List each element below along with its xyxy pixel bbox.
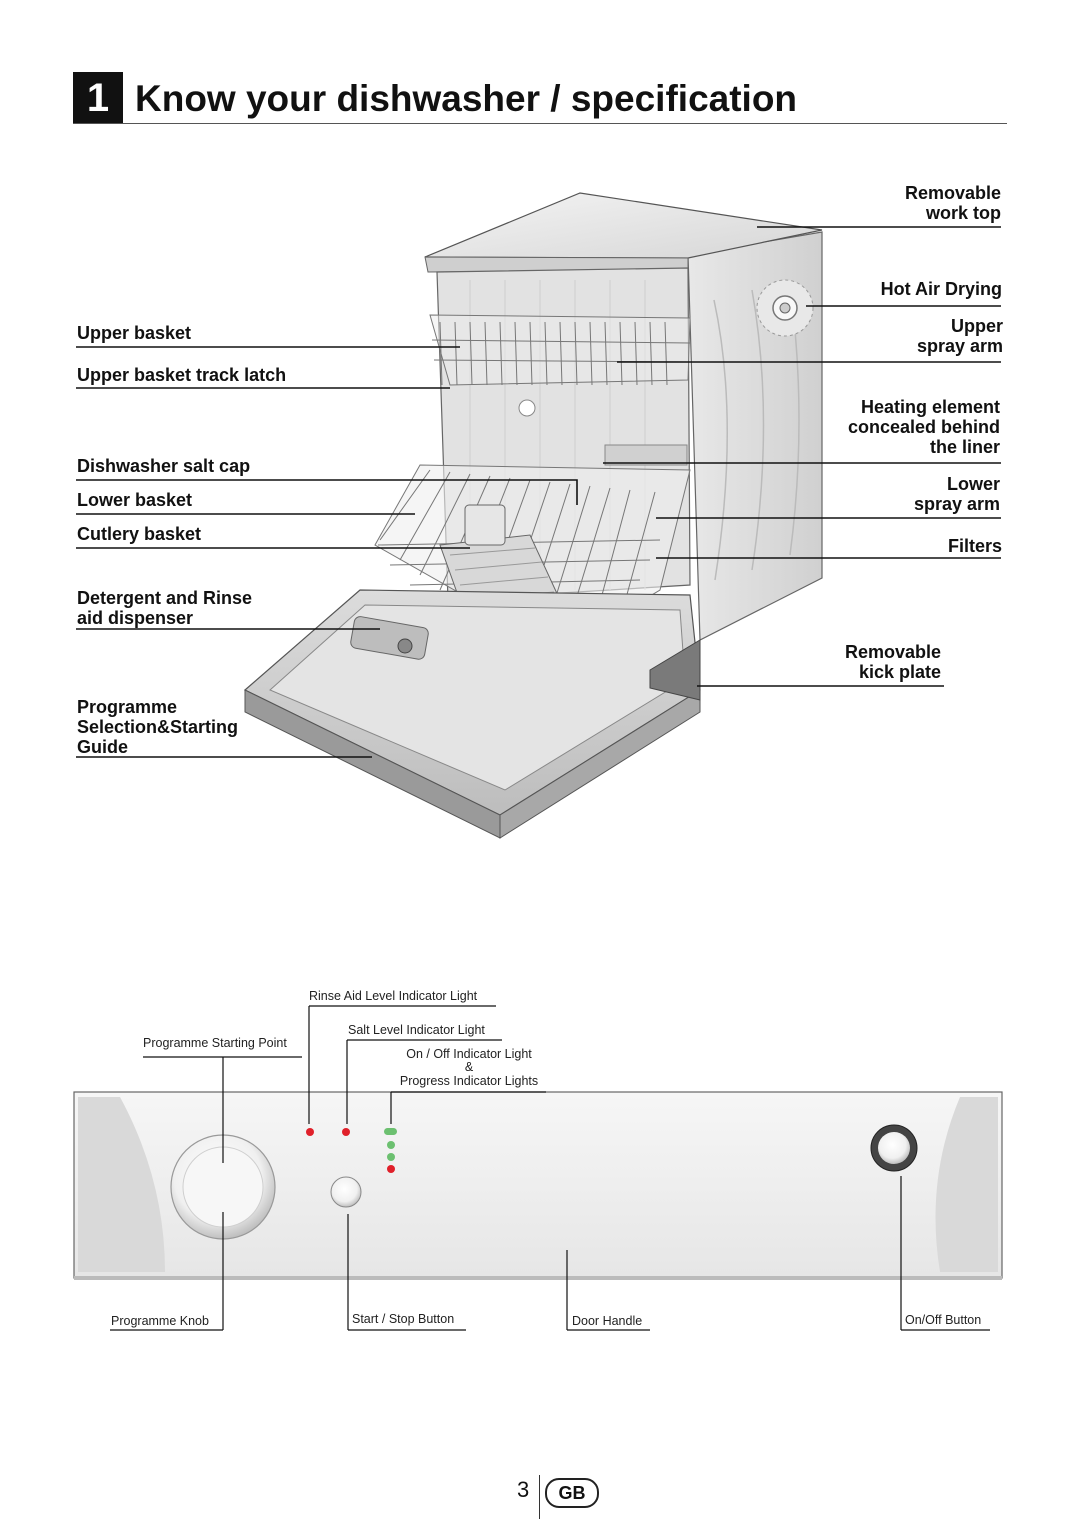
label-line: Heating element bbox=[860, 397, 1000, 417]
label-line: Removable bbox=[904, 183, 1001, 203]
label-line: concealed behind bbox=[847, 417, 1000, 437]
label-line: Lower bbox=[946, 474, 1000, 494]
open-door bbox=[243, 589, 701, 839]
label-line: work top bbox=[926, 203, 1001, 223]
label-line: spray arm bbox=[916, 336, 1003, 356]
label-line: Guide bbox=[77, 737, 129, 757]
label-programme-knob: Programme Knob bbox=[111, 1314, 209, 1328]
label-line: Upper bbox=[950, 316, 1003, 336]
label-door-handle: Door Handle bbox=[572, 1314, 643, 1328]
label-removable-kick-plate: Removable kick plate bbox=[845, 642, 941, 682]
label-rinse-aid-level: Rinse Aid Level Indicator Light bbox=[309, 989, 478, 1003]
page-number: 3 bbox=[517, 1477, 530, 1502]
label-salt-level: Salt Level Indicator Light bbox=[348, 1023, 485, 1037]
label-line: Progress Indicator Lights bbox=[399, 1074, 539, 1088]
label-lower-spray-arm: Lower spray arm bbox=[914, 474, 1000, 514]
cabinet-side bbox=[687, 231, 823, 641]
title-rule bbox=[73, 123, 1007, 124]
label-heating-element: Heating element concealed behind the lin… bbox=[848, 397, 1000, 457]
footer-divider bbox=[539, 1475, 540, 1519]
label-line: On / Off Indicator Light bbox=[406, 1047, 532, 1061]
rinse-aid-indicator-light bbox=[306, 1128, 314, 1136]
label-line: kick plate bbox=[858, 662, 941, 682]
label-line: Removable bbox=[844, 642, 941, 662]
label-programme-guide: Programme Selection&Starting Guide bbox=[77, 697, 238, 757]
label-lower-basket: Lower basket bbox=[77, 490, 193, 510]
progress-indicator-light bbox=[387, 1153, 395, 1161]
programme-knob[interactable] bbox=[170, 1134, 276, 1240]
label-detergent-dispenser: Detergent and Rinse aid dispenser bbox=[77, 588, 252, 628]
label-line: & bbox=[464, 1060, 474, 1074]
page-title: Know your dishwasher / specification bbox=[135, 78, 798, 119]
label-line: aid dispenser bbox=[77, 608, 194, 628]
label-on-off-indicator: On / Off Indicator Light & Progress Indi… bbox=[392, 1047, 546, 1088]
label-line: Programme bbox=[77, 697, 178, 717]
label-removable-work-top: Removable work top bbox=[905, 183, 1001, 223]
label-upper-spray-arm: Upper spray arm bbox=[917, 316, 1003, 356]
country-code-badge: GB bbox=[545, 1478, 599, 1508]
label-cutlery-basket: Cutlery basket bbox=[77, 524, 202, 544]
on-off-indicator-light bbox=[384, 1128, 397, 1135]
label-upper-basket: Upper basket bbox=[77, 323, 192, 343]
label-on-off-button: On/Off Button bbox=[905, 1313, 982, 1327]
section-number: 1 bbox=[73, 72, 123, 124]
label-line: Detergent and Rinse bbox=[77, 588, 253, 608]
panel-leader-lines bbox=[110, 1005, 990, 1331]
on-off-button[interactable] bbox=[870, 1124, 918, 1172]
label-line: spray arm bbox=[913, 494, 1000, 514]
salt-level-indicator-light bbox=[342, 1128, 350, 1136]
label-hot-air-drying: Hot Air Drying bbox=[880, 279, 1002, 299]
leader-lines bbox=[76, 226, 1001, 758]
progress-indicator-light bbox=[387, 1141, 395, 1149]
upper-basket bbox=[429, 314, 691, 386]
label-line: the liner bbox=[929, 437, 1000, 457]
progress-indicator-light bbox=[387, 1165, 395, 1173]
label-line: Selection&Starting bbox=[77, 717, 239, 737]
start-stop-button[interactable] bbox=[330, 1176, 362, 1208]
label-start-stop-button: Start / Stop Button bbox=[352, 1312, 455, 1326]
label-filters: Filters bbox=[947, 536, 1002, 556]
label-upper-basket-track-latch: Upper basket track latch bbox=[77, 365, 287, 385]
label-dishwasher-salt-cap: Dishwasher salt cap bbox=[77, 456, 251, 476]
kick-plate bbox=[649, 639, 701, 701]
label-programme-starting-point: Programme Starting Point bbox=[143, 1036, 287, 1050]
